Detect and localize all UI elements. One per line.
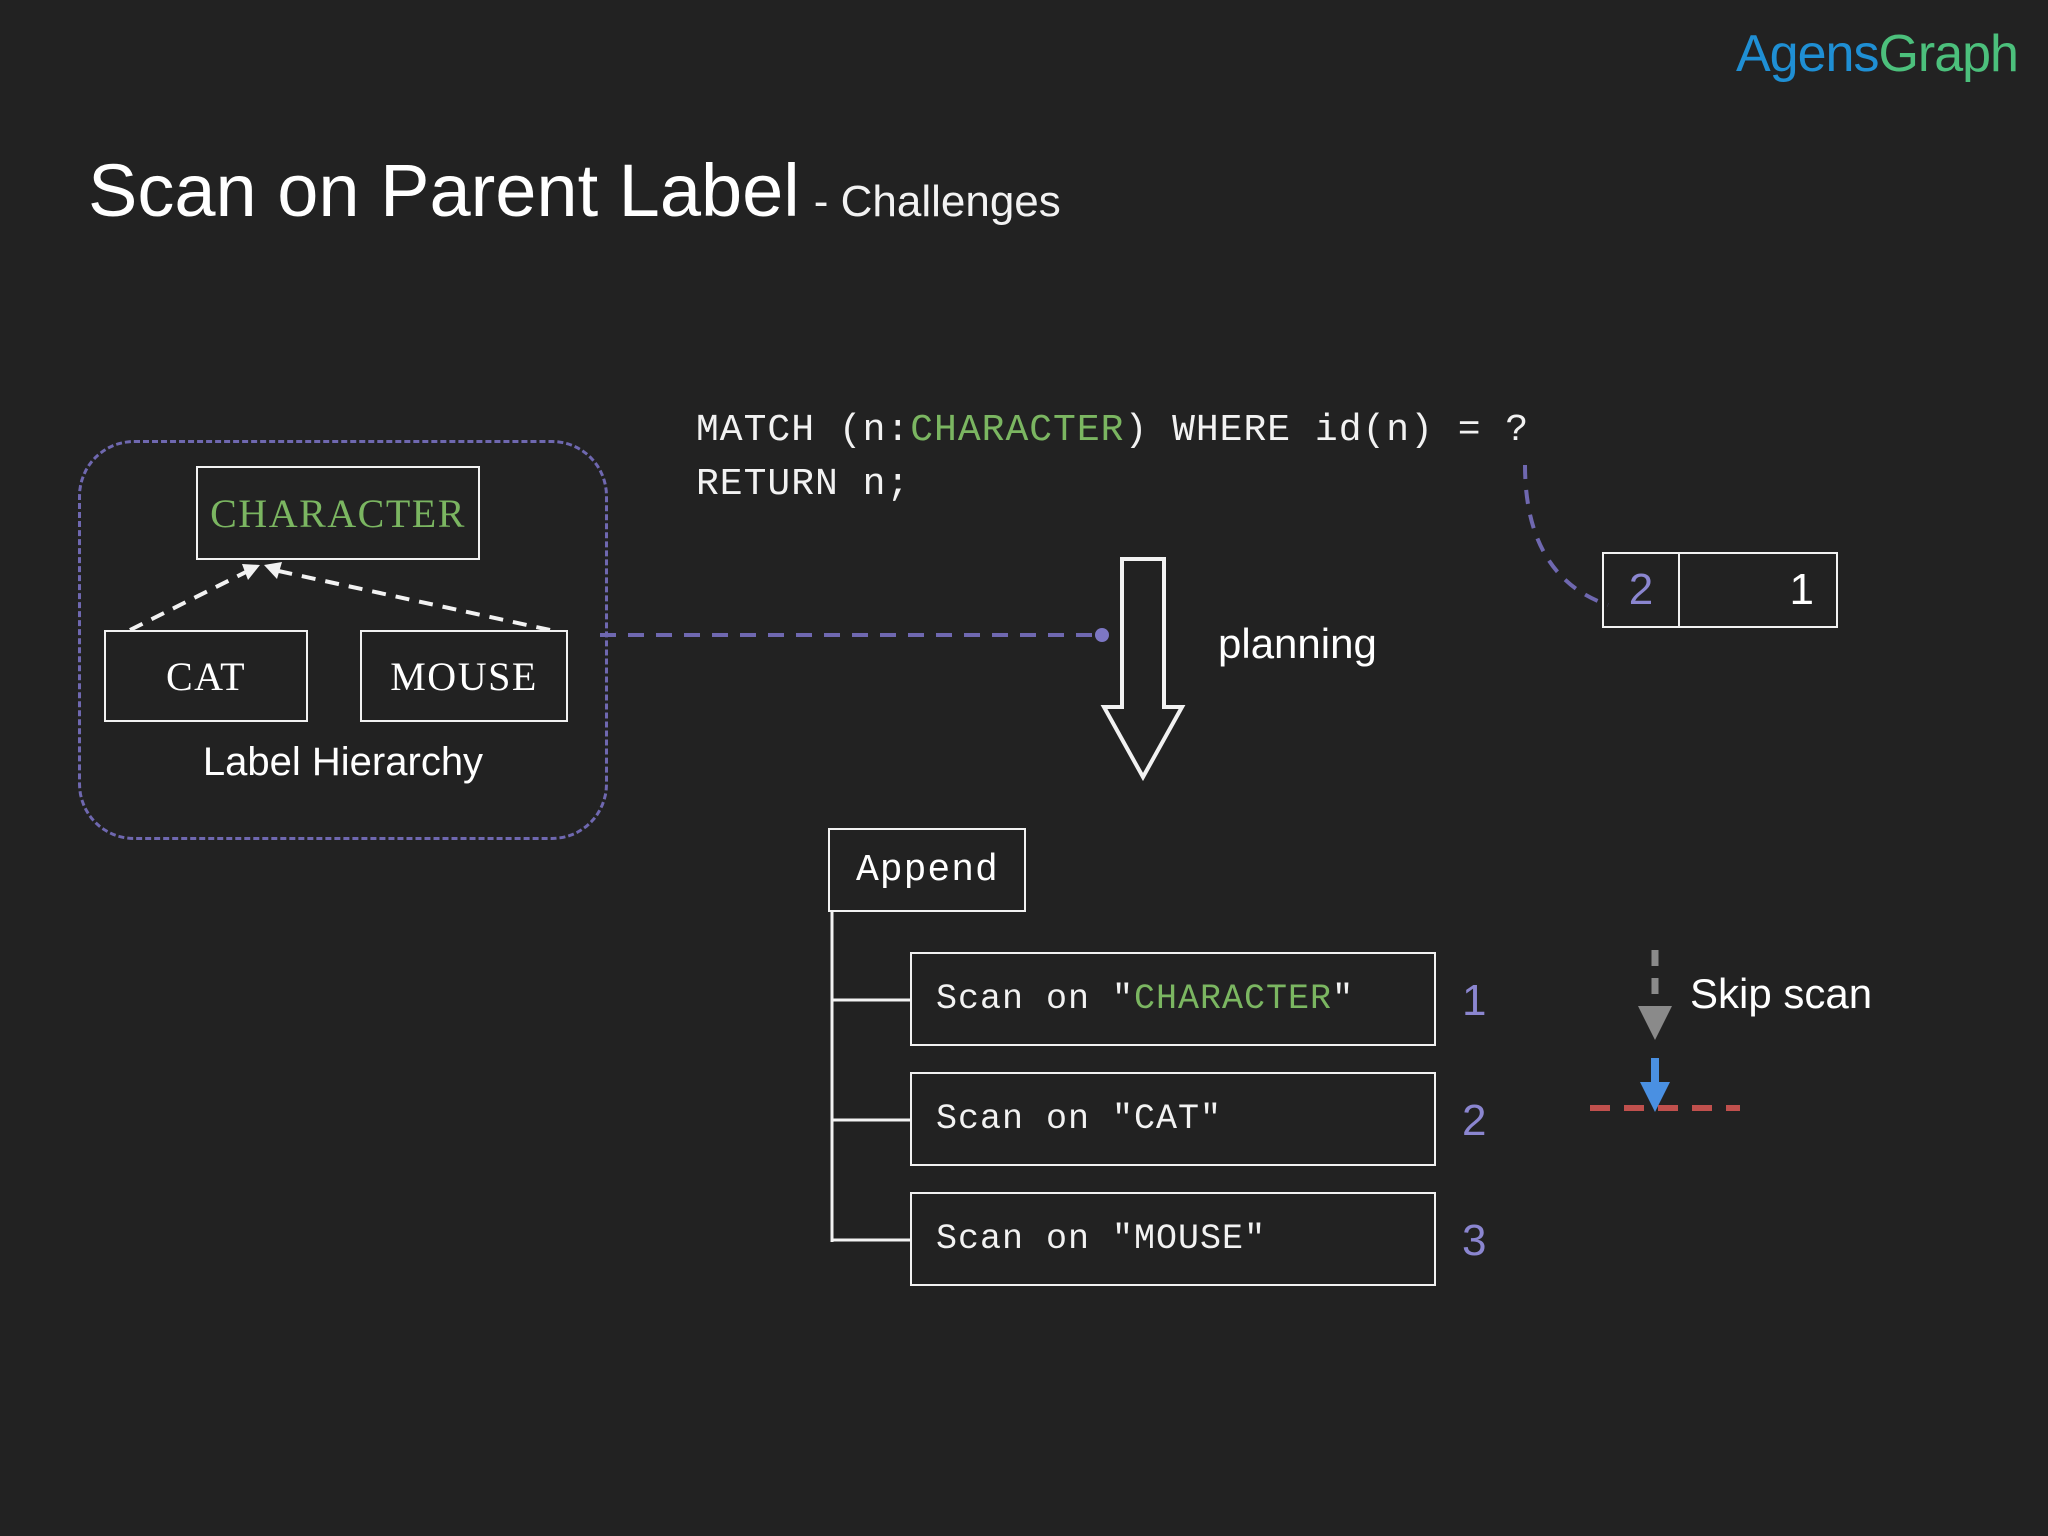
scan-suffix-2: "	[1244, 1219, 1267, 1259]
label-hierarchy-panel	[78, 440, 608, 840]
logo-text-graph: Graph	[1878, 25, 2019, 83]
skip-scan-annotation	[1590, 950, 1740, 1112]
parameter-cell-left: 2	[1604, 554, 1680, 626]
scan-label-2: MOUSE	[1134, 1219, 1245, 1259]
label-hierarchy-caption: Label Hierarchy	[202, 740, 484, 784]
hierarchy-to-planning-connector	[600, 628, 1109, 642]
scan-label-1: CAT	[1134, 1099, 1201, 1139]
parameter-value-box: 2 1	[1602, 552, 1838, 628]
scan-label-0: CHARACTER	[1134, 979, 1333, 1019]
query-line1-prefix: MATCH (n:	[696, 409, 911, 452]
label-node-character: CHARACTER	[196, 466, 480, 560]
agensgraph-logo: AgensGraph	[1736, 24, 2019, 84]
skip-scan-label: Skip scan	[1690, 970, 1873, 1017]
page-title: Scan on Parent Label - Challenges	[88, 148, 1061, 233]
plan-node-scan-cat: Scan on "CAT"	[910, 1072, 1436, 1166]
title-subtitle-text: - Challenges	[813, 177, 1061, 226]
scan-order-index-3: 3	[1462, 1216, 1487, 1265]
label-node-cat: CAT	[104, 630, 308, 722]
cypher-query-text: MATCH (n:CHARACTER) WHERE id(n) = ? RETU…	[696, 404, 1529, 512]
scan-order-index-2: 2	[1462, 1096, 1487, 1145]
scan-suffix-1: "	[1200, 1099, 1223, 1139]
plan-node-scan-mouse: Scan on "MOUSE"	[910, 1192, 1436, 1286]
plan-node-append: Append	[828, 828, 1026, 912]
logo-text-agens: Agens	[1736, 25, 1879, 83]
scan-prefix-0: Scan on "	[936, 979, 1135, 1019]
parameter-cell-right: 1	[1789, 565, 1814, 614]
title-main-text: Scan on Parent Label	[88, 149, 800, 232]
query-line1-label: CHARACTER	[910, 409, 1125, 452]
scan-prefix-1: Scan on "	[936, 1099, 1135, 1139]
query-line1-suffix: ) WHERE id(n) = ?	[1124, 409, 1530, 452]
plan-node-scan-character: Scan on "CHARACTER"	[910, 952, 1436, 1046]
scan-suffix-0: "	[1332, 979, 1355, 1019]
label-node-mouse: MOUSE	[360, 630, 568, 722]
planning-down-arrow-icon	[1100, 557, 1186, 782]
query-line2: RETURN n;	[696, 462, 911, 506]
scan-prefix-2: Scan on "	[936, 1219, 1135, 1259]
planning-label: planning	[1218, 620, 1377, 667]
scan-order-index-1: 1	[1462, 976, 1487, 1025]
